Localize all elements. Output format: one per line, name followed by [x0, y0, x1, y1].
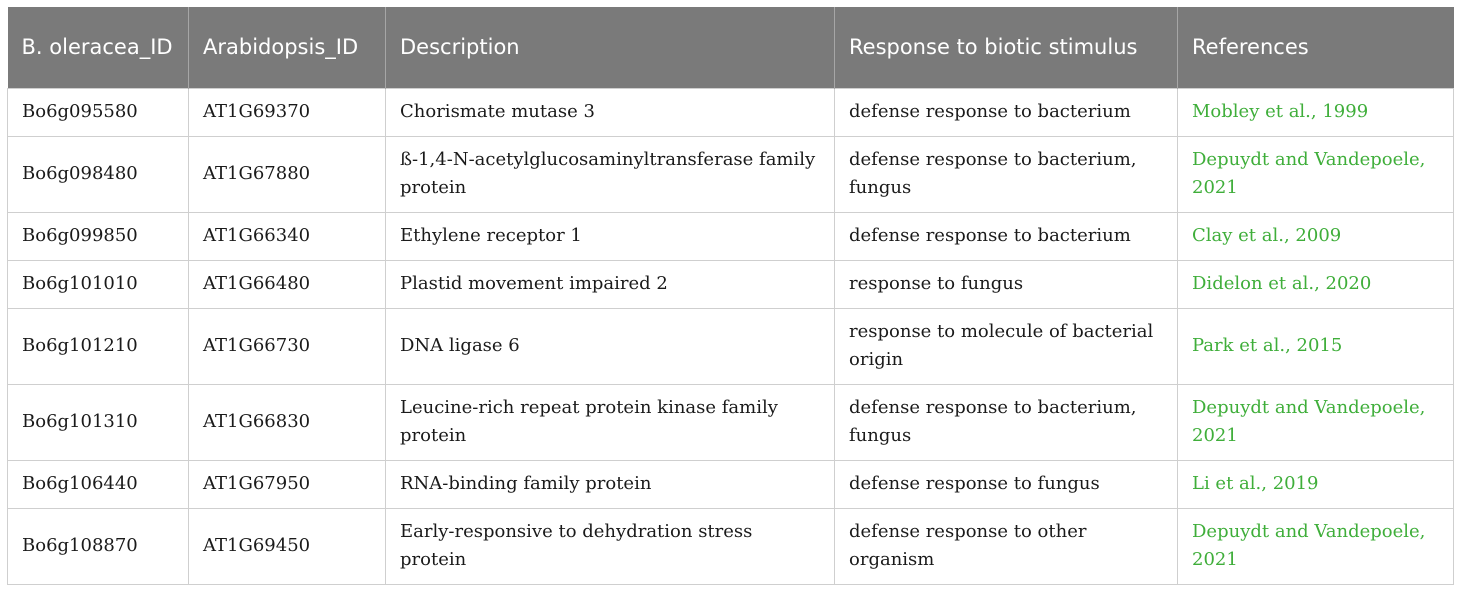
table-row: Bo6g108870 AT1G69450 Early-responsive to…	[7, 507, 1454, 585]
gene-table: B. oleracea_ID Arabidopsis_ID Descriptio…	[7, 7, 1454, 585]
cell-biotic-response: defense response to bacterium, fungus	[834, 135, 1178, 213]
cell-arabidopsis-id: AT1G66830	[188, 383, 386, 461]
cell-biotic-response: defense response to other organism	[834, 507, 1178, 585]
table-row: Bo6g101010 AT1G66480 Plastid movement im…	[7, 259, 1454, 309]
cell-oleracea-id: Bo6g101210	[7, 307, 189, 385]
table-row: Bo6g106440 AT1G67950 RNA-binding family …	[7, 459, 1454, 509]
cell-arabidopsis-id: AT1G66480	[188, 259, 386, 309]
cell-arabidopsis-id: AT1G66730	[188, 307, 386, 385]
cell-description: DNA ligase 6	[385, 307, 835, 385]
cell-biotic-response: defense response to bacterium	[834, 87, 1178, 137]
table-row: Bo6g095580 AT1G69370 Chorismate mutase 3…	[7, 87, 1454, 137]
cell-biotic-response: defense response to fungus	[834, 459, 1178, 509]
cell-reference-link[interactable]: Depuydt and Vandepoele, 2021	[1177, 135, 1454, 213]
table-body: Bo6g095580 AT1G69370 Chorismate mutase 3…	[7, 87, 1454, 585]
table-header: B. oleracea_ID Arabidopsis_ID Descriptio…	[7, 7, 1454, 88]
cell-description: Chorismate mutase 3	[385, 87, 835, 137]
table-row: Bo6g101210 AT1G66730 DNA ligase 6 respon…	[7, 307, 1454, 385]
cell-description: Ethylene receptor 1	[385, 211, 835, 261]
table-row: Bo6g098480 AT1G67880 ß-1,4-N-acetylgluco…	[7, 135, 1454, 213]
cell-reference-link[interactable]: Park et al., 2015	[1177, 307, 1454, 385]
column-header-description: Description	[385, 7, 835, 88]
cell-oleracea-id: Bo6g099850	[7, 211, 189, 261]
cell-arabidopsis-id: AT1G67950	[188, 459, 386, 509]
cell-biotic-response: response to molecule of bacterial origin	[834, 307, 1178, 385]
header-row: B. oleracea_ID Arabidopsis_ID Descriptio…	[7, 7, 1454, 88]
cell-reference-link[interactable]: Clay et al., 2009	[1177, 211, 1454, 261]
cell-oleracea-id: Bo6g101310	[7, 383, 189, 461]
cell-reference-link[interactable]: Li et al., 2019	[1177, 459, 1454, 509]
table-row: Bo6g099850 AT1G66340 Ethylene receptor 1…	[7, 211, 1454, 261]
cell-description: Early-responsive to dehydration stress p…	[385, 507, 835, 585]
cell-arabidopsis-id: AT1G66340	[188, 211, 386, 261]
cell-oleracea-id: Bo6g101010	[7, 259, 189, 309]
cell-arabidopsis-id: AT1G69370	[188, 87, 386, 137]
cell-description: Leucine-rich repeat protein kinase famil…	[385, 383, 835, 461]
cell-oleracea-id: Bo6g095580	[7, 87, 189, 137]
cell-description: RNA-binding family protein	[385, 459, 835, 509]
column-header-arabidopsis-id: Arabidopsis_ID	[188, 7, 386, 88]
cell-biotic-response: response to fungus	[834, 259, 1178, 309]
cell-arabidopsis-id: AT1G67880	[188, 135, 386, 213]
cell-reference-link[interactable]: Mobley et al., 1999	[1177, 87, 1454, 137]
gene-table-container: B. oleracea_ID Arabidopsis_ID Descriptio…	[7, 7, 1454, 585]
cell-description: Plastid movement impaired 2	[385, 259, 835, 309]
column-header-oleracea-id: B. oleracea_ID	[7, 7, 189, 88]
column-header-references: References	[1192, 35, 1309, 60]
cell-reference-link[interactable]: Didelon et al., 2020	[1177, 259, 1454, 309]
column-header-biotic-response: Response to biotic stimulus	[834, 7, 1178, 88]
cell-description: ß-1,4-N-acetylglucosaminyltransferase fa…	[385, 135, 835, 213]
cell-biotic-response: defense response to bacterium, fungus	[834, 383, 1178, 461]
cell-oleracea-id: Bo6g106440	[7, 459, 189, 509]
cell-biotic-response: defense response to bacterium	[834, 211, 1178, 261]
table-row: Bo6g101310 AT1G66830 Leucine-rich repeat…	[7, 383, 1454, 461]
cell-reference-link[interactable]: Depuydt and Vandepoele, 2021	[1177, 507, 1454, 585]
cell-arabidopsis-id: AT1G69450	[188, 507, 386, 585]
cell-oleracea-id: Bo6g108870	[7, 507, 189, 585]
cell-oleracea-id: Bo6g098480	[7, 135, 189, 213]
cell-reference-link[interactable]: Depuydt and Vandepoele, 2021	[1177, 383, 1454, 461]
